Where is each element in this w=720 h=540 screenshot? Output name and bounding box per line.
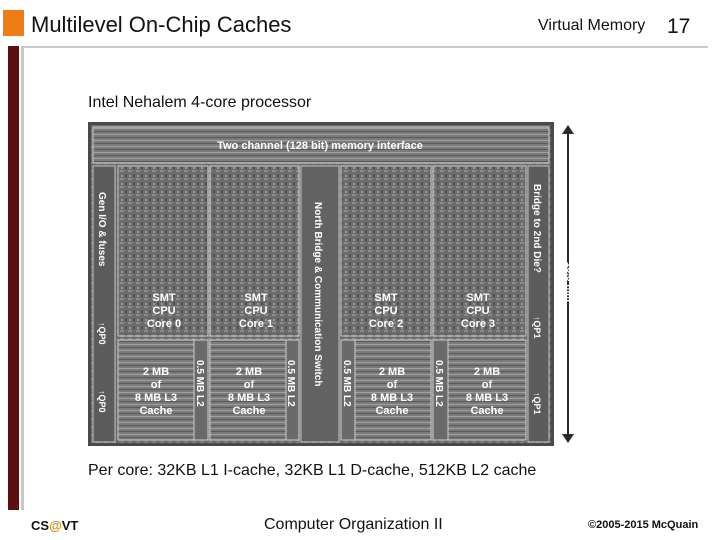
- l3-1-line4: Cache: [232, 405, 265, 417]
- north-bridge-label: North Bridge & Communication Switch: [312, 202, 323, 386]
- qp1-lower-label: ↑QP1: [532, 392, 542, 415]
- l3-0-line3: 8 MB L3: [135, 392, 177, 404]
- gen-io-label: Gen I/O & fuses: [96, 192, 107, 267]
- l3-3-line2: of: [482, 379, 493, 391]
- l3-2-line2: of: [387, 379, 398, 391]
- core-1-line1: SMT: [244, 292, 268, 304]
- header-rule: [24, 46, 708, 48]
- core-0-line3: Core 0: [147, 318, 181, 330]
- core-block-2: [340, 165, 432, 441]
- core-block-1: [209, 165, 300, 441]
- core-block-3: [432, 165, 527, 441]
- core-1-line3: Core 1: [239, 318, 273, 330]
- core-3-line3: Core 3: [461, 318, 495, 330]
- memory-interface-label: Two channel (128 bit) memory interface: [217, 140, 423, 152]
- core-2-line1: SMT: [374, 292, 398, 304]
- core-0-line1: SMT: [152, 292, 176, 304]
- l3-3-line3: 8 MB L3: [466, 392, 508, 404]
- core-2-line3: Core 2: [369, 318, 403, 330]
- l3-2-line1: 2 MB: [379, 366, 405, 378]
- footer-course-suffix: VT: [61, 518, 79, 533]
- qp0-upper-label: ↑QP0: [97, 322, 107, 345]
- footer-course: CS@VT: [31, 518, 78, 533]
- core-2-line2: CPU: [374, 305, 397, 317]
- l2-0-label: 0.5 MB L2: [194, 360, 205, 407]
- slide-title: Multilevel On-Chip Caches: [31, 12, 292, 37]
- dimension-arrow: [562, 125, 574, 443]
- l3-1-line3: 8 MB L3: [228, 392, 270, 404]
- l3-1-line2: of: [244, 379, 255, 391]
- footer-course-title: Computer Organization II: [264, 516, 443, 533]
- footer-course-prefix: CS: [31, 518, 50, 533]
- dimension-label: 13.5 mm: [564, 262, 575, 302]
- core-0-line2: CPU: [152, 305, 175, 317]
- l3-3-line4: Cache: [470, 405, 503, 417]
- page-number: 17: [667, 15, 691, 38]
- slide-topic: Virtual Memory: [538, 17, 646, 34]
- footer-course-at: @: [49, 518, 62, 533]
- nehalem-die-photo: Two channel (128 bit) memory interface G…: [88, 122, 582, 446]
- core-3-line2: CPU: [466, 305, 489, 317]
- title-accent-square: [3, 10, 24, 36]
- l3-0-line1: 2 MB: [143, 366, 169, 378]
- l2-2-label: 0.5 MB L2: [341, 360, 352, 407]
- l2-1-label: 0.5 MB L2: [285, 360, 296, 407]
- l3-2-line3: 8 MB L3: [371, 392, 413, 404]
- core-3-line1: SMT: [466, 292, 490, 304]
- l3-0-line4: Cache: [139, 405, 172, 417]
- slide-caption: Per core: 32KB L1 I-cache, 32KB L1 D-cac…: [88, 462, 537, 479]
- qp0-lower-label: ↑QP0: [97, 390, 107, 413]
- core-1-line2: CPU: [244, 305, 267, 317]
- left-accent-bar: [8, 46, 19, 510]
- qp1-upper-label: ↑QP1: [532, 316, 542, 339]
- l3-3-line1: 2 MB: [474, 366, 500, 378]
- footer-copyright: ©2005-2015 McQuain: [588, 519, 699, 531]
- slide-subtitle: Intel Nehalem 4-core processor: [88, 94, 312, 111]
- l2-3-label: 0.5 MB L2: [433, 360, 444, 407]
- l3-2-line4: Cache: [375, 405, 408, 417]
- l3-0-line2: of: [151, 379, 162, 391]
- l3-1-line1: 2 MB: [236, 366, 262, 378]
- left-accent-line: [21, 46, 24, 510]
- bridge-die-label: Bridge to 2nd Die?: [531, 184, 542, 273]
- core-block-0: [117, 165, 209, 441]
